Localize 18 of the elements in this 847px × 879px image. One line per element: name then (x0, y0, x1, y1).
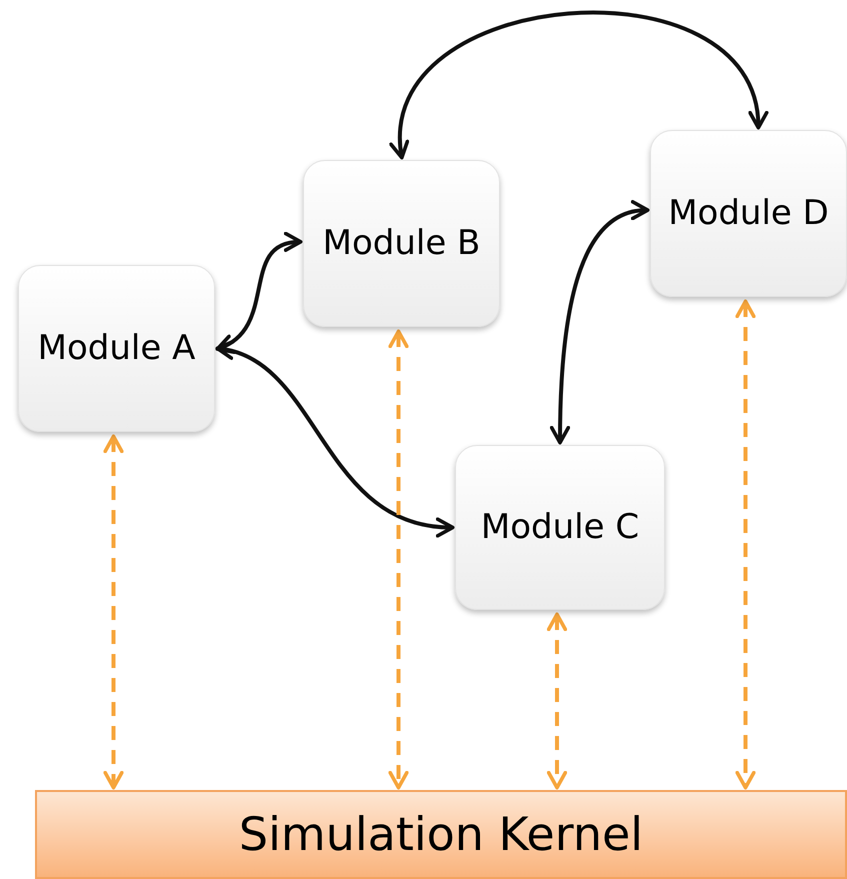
node-label: Module D (668, 192, 829, 236)
dashed-double-arrow (103, 434, 124, 790)
dashed-double-arrow (735, 300, 756, 790)
module-box (650, 130, 847, 297)
dashed-double-arrow (546, 612, 568, 790)
node-label: Simulation Kernel (238, 806, 644, 863)
curved-double-arrow (392, 11, 766, 160)
node-label: Module C (480, 506, 640, 550)
node-label: Module B (322, 222, 480, 266)
module-box (455, 445, 665, 610)
curved-double-arrow (550, 202, 650, 444)
kernel-bar (35, 790, 847, 879)
curved-double-arrow (216, 342, 454, 536)
curved-double-arrow (216, 233, 302, 352)
node-label: Module A (38, 327, 196, 370)
dashed-double-arrow (388, 330, 409, 790)
module-box (303, 160, 500, 327)
module-box (18, 265, 215, 432)
